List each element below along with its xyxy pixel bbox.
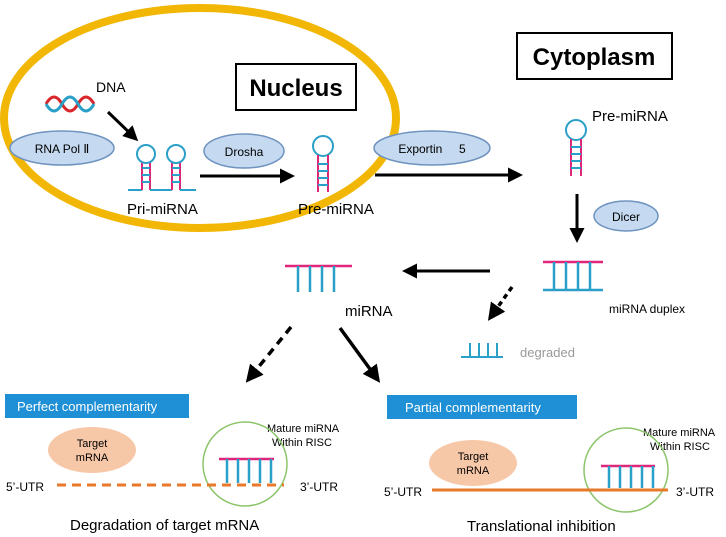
risc-complex-left xyxy=(202,421,288,507)
pre-mirna-cytoplasm-label: Pre-miRNA xyxy=(592,108,668,125)
pre-mirna-cytoplasm-icon xyxy=(565,119,587,176)
cytoplasm-label-box: Cytoplasm xyxy=(516,32,673,80)
mature-mirna-right-line2: Within RISC xyxy=(650,441,710,453)
rna-pol-ii-enzyme xyxy=(9,130,115,166)
nucleus-label: Nucleus xyxy=(249,75,342,102)
arrow-mirna-to-partial xyxy=(338,326,381,383)
drosha-label: Drosha xyxy=(225,145,264,159)
degradation-caption: Degradation of target mRNA xyxy=(70,517,259,534)
target-mrna-right-line2: mRNA xyxy=(457,465,490,477)
cytoplasm-label: Cytoplasm xyxy=(533,44,656,71)
nucleus-membrane xyxy=(0,4,400,232)
target-mrna-left-line1: Target xyxy=(77,438,108,450)
arrow-duplex-to-degraded xyxy=(487,285,514,321)
mirna-duplex-icon xyxy=(543,260,603,292)
mirna-duplex-label: miRNA duplex xyxy=(609,302,685,316)
pre-mirna-nucleus-icon xyxy=(312,135,334,192)
utr3-left-label: 3’-UTR xyxy=(300,480,338,494)
degraded-label: degraded xyxy=(520,345,575,360)
exportin-5-enzyme xyxy=(373,130,491,166)
mature-mirna-left-line2: Within RISC xyxy=(272,437,332,449)
mirna-risc-right-icon xyxy=(601,464,655,488)
mirna-icon xyxy=(285,264,352,292)
dicer-label: Dicer xyxy=(612,210,640,224)
target-mrna-left xyxy=(48,427,136,473)
translational-caption: Translational inhibition xyxy=(467,518,616,535)
rna-pol-ii-label: RNA Pol Ⅱ xyxy=(35,142,90,156)
utr5-left-label: 5’-UTR xyxy=(6,480,44,494)
partial-complementarity-label: Partial complementarity xyxy=(405,400,541,415)
drosha-enzyme xyxy=(203,133,285,169)
mirna-risc-left-icon xyxy=(219,457,274,483)
mature-mirna-left-line1: Mature miRNA xyxy=(267,423,340,435)
pri-mirna-label: Pri-miRNA xyxy=(127,201,198,218)
pri-mirna-icon xyxy=(128,144,196,191)
arrow-mirna-to-perfect xyxy=(245,325,293,383)
mature-mirna-right-line1: Mature miRNA xyxy=(643,427,716,439)
target-mrna-left-line2: mRNA xyxy=(76,452,109,464)
perfect-complementarity-banner xyxy=(5,394,189,418)
mirna-label: miRNA xyxy=(345,303,393,320)
nucleus-label-box: Nucleus xyxy=(235,63,357,111)
dicer-enzyme xyxy=(593,200,659,232)
risc-complex-right xyxy=(583,427,669,513)
partial-complementarity-banner xyxy=(387,395,577,419)
target-mrna-right xyxy=(429,440,517,486)
dna-label: DNA xyxy=(96,79,126,95)
pre-mirna-nucleus-label: Pre-miRNA xyxy=(298,201,374,218)
perfect-complementarity-label: Perfect complementarity xyxy=(17,399,158,414)
dna-icon xyxy=(44,95,96,113)
exportin-5-label: Exportin 5 xyxy=(398,142,466,156)
utr5-right-label: 5’-UTR xyxy=(384,485,422,499)
arrow-dna-to-pri xyxy=(106,110,139,142)
degraded-strand-icon xyxy=(461,343,503,358)
utr3-right-label: 3’-UTR xyxy=(676,485,714,499)
target-mrna-right-line1: Target xyxy=(458,451,489,463)
